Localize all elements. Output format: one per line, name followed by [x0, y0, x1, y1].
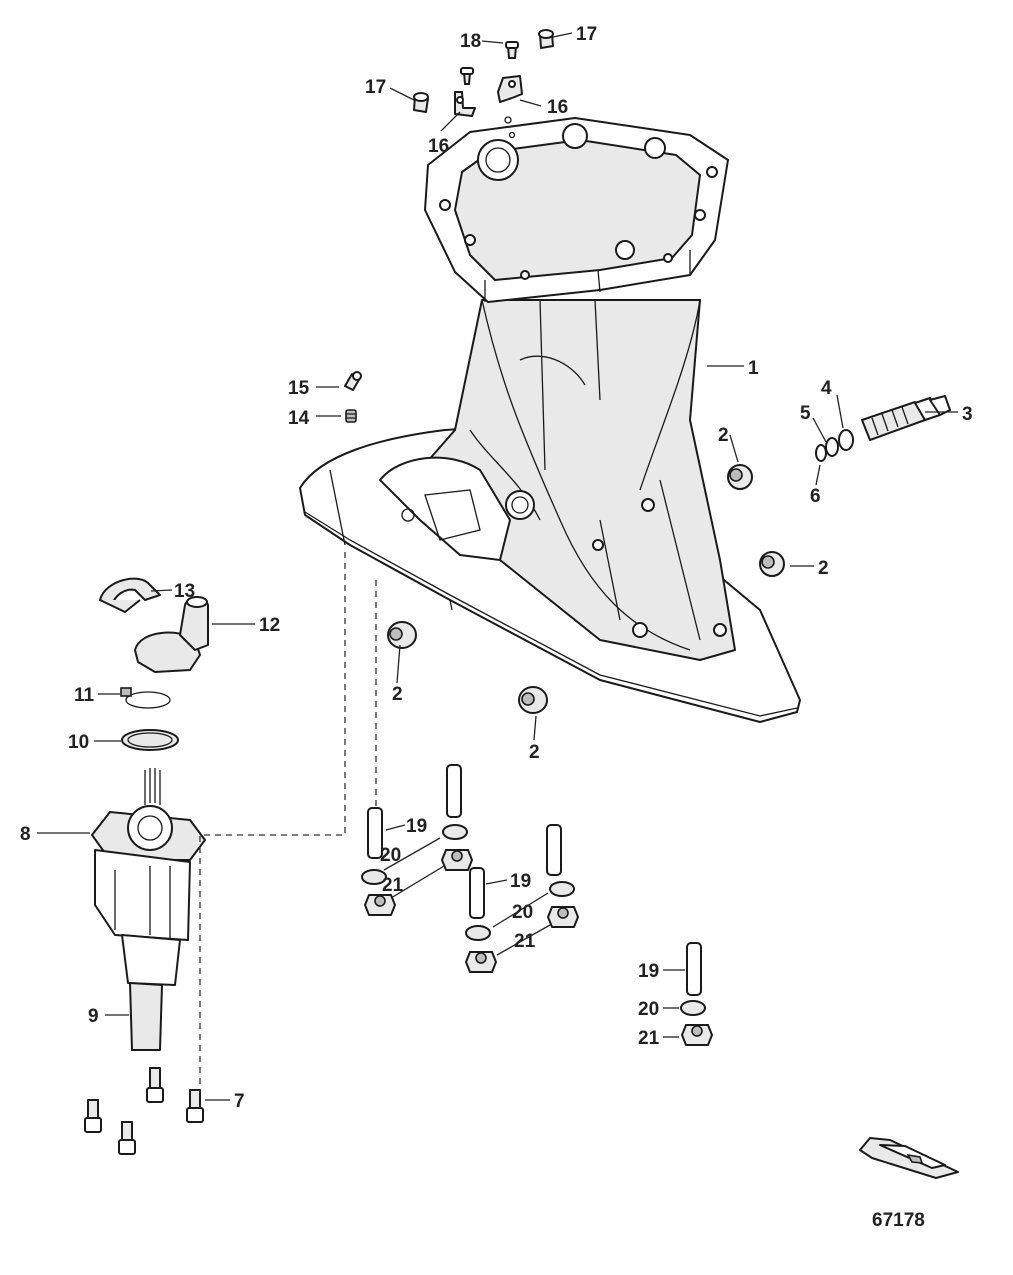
washer-small-b [508, 131, 516, 139]
callout-3: 3 [962, 404, 973, 425]
nut-21c [547, 906, 579, 928]
callout-15: 15 [288, 378, 310, 399]
callout-20: 20 [380, 845, 401, 866]
stud-19d [546, 824, 562, 876]
washer-20c [549, 881, 575, 897]
grommet-1 [727, 464, 753, 490]
bolt-7c [84, 1099, 102, 1133]
washer-20d [465, 925, 491, 941]
bracket-16b [454, 91, 476, 117]
callout-9: 9 [88, 1006, 99, 1027]
callout-1: 1 [748, 358, 759, 379]
orientation-boat-icon [859, 1137, 959, 1179]
callout-20: 20 [512, 902, 533, 923]
callout-21: 21 [638, 1028, 660, 1049]
grease-fitting-15 [344, 371, 362, 391]
callout-19: 19 [510, 871, 531, 892]
leader-lines [37, 32, 958, 1101]
callout-14: 14 [288, 408, 310, 429]
screw-18b [460, 67, 474, 85]
callout-2: 2 [718, 425, 729, 446]
callout-7: 7 [234, 1091, 245, 1112]
callout-2: 2 [529, 742, 540, 763]
tie-strap-11 [120, 687, 171, 709]
o-ring-6 [815, 444, 827, 462]
shaft-9 [121, 934, 181, 1051]
stud-19e [686, 942, 702, 996]
callout-11: 11 [74, 685, 95, 706]
callout-19: 19 [638, 961, 659, 982]
figure-id: 67178 [872, 1210, 925, 1231]
nut-21d [465, 951, 497, 973]
callout-2: 2 [818, 558, 829, 579]
o-ring-5 [825, 437, 839, 457]
callout-20: 20 [638, 999, 659, 1020]
callout-6: 6 [810, 486, 821, 507]
callout-16: 16 [428, 136, 449, 157]
callout-17: 17 [576, 24, 597, 45]
actuator-8 [91, 768, 206, 941]
washer-small [504, 116, 512, 124]
clip-13 [99, 577, 161, 613]
bolt-7b [186, 1089, 204, 1123]
bracket-16a [497, 75, 523, 103]
callout-17: 17 [365, 77, 386, 98]
washer-20a [442, 824, 468, 840]
stud-19b [446, 764, 462, 818]
plug-17a [538, 29, 554, 49]
screw-18 [505, 41, 519, 59]
nut-21e [681, 1024, 713, 1046]
callout-2: 2 [392, 684, 403, 705]
assembly-line-a [199, 552, 346, 1085]
grommet-2 [759, 551, 785, 577]
callout-8: 8 [20, 824, 31, 845]
callout-4: 4 [821, 378, 832, 399]
nut-21b [364, 894, 396, 916]
callout-10: 10 [68, 732, 89, 753]
stud-19c [469, 867, 485, 919]
callout-13: 13 [174, 581, 195, 602]
plug-17b [413, 92, 429, 113]
stud-19a [367, 807, 383, 859]
bolt-7a [146, 1067, 164, 1103]
bolt-7d [118, 1121, 136, 1155]
grommet-3 [387, 621, 417, 649]
callout-16: 16 [547, 97, 568, 118]
callout-19: 19 [406, 816, 427, 837]
water-fitting [861, 395, 951, 441]
drive-housing [299, 117, 801, 723]
callout-12: 12 [259, 615, 280, 636]
grommet-4 [518, 686, 548, 714]
callout-labels: 18 17 17 16 16 1 3 4 5 6 15 14 2 2 2 2 1… [20, 24, 973, 1112]
callout-18: 18 [460, 31, 481, 52]
callout-5: 5 [800, 403, 811, 424]
o-ring-4 [838, 429, 854, 451]
nut-21a [441, 849, 473, 871]
washer-20b [361, 869, 387, 885]
callout-21: 21 [514, 931, 536, 952]
boot-12 [134, 596, 209, 673]
callout-21: 21 [382, 875, 404, 896]
washer-20e [680, 1000, 706, 1016]
set-screw-14 [345, 409, 357, 423]
